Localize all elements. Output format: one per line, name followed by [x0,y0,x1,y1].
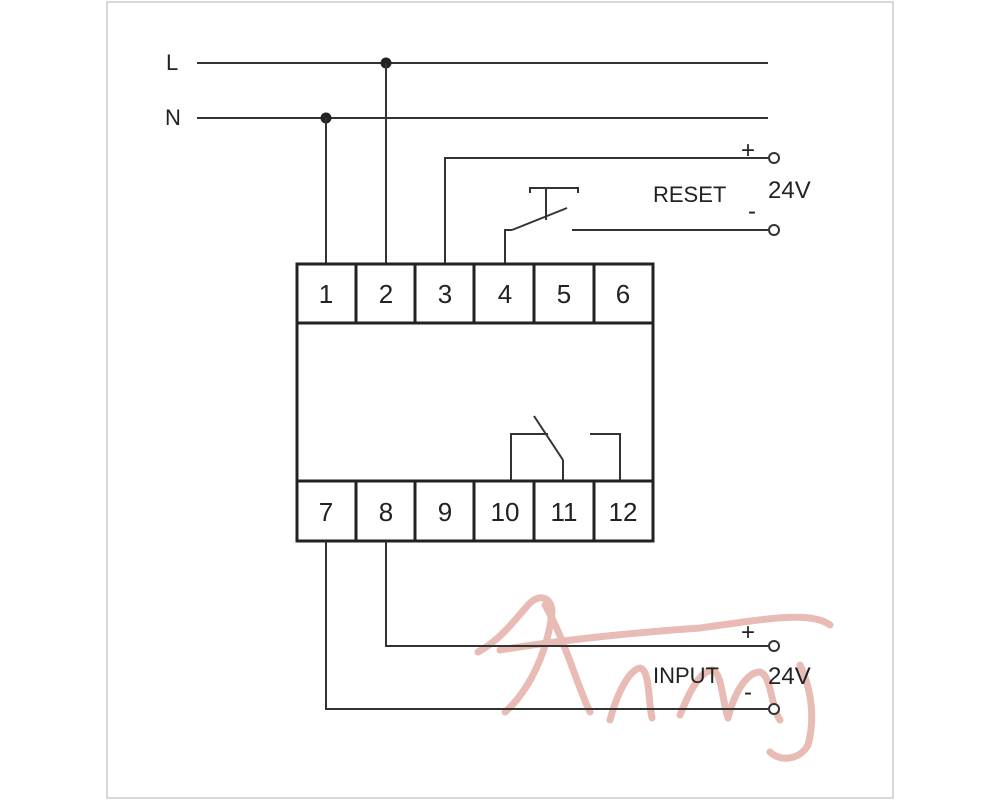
reset-minus-sign: - [748,198,756,225]
reset-voltage-label: 24V [768,177,811,204]
input-minus-terminal [768,703,780,715]
reset-label: RESET [653,182,726,207]
terminal-number-8: 8 [379,497,393,527]
input-plus-terminal [768,640,780,652]
terminal-box-12 [592,479,655,543]
terminal-number-11: 11 [551,497,578,527]
terminal-number-5: 5 [557,279,571,309]
terminal-number-9: 9 [438,497,452,527]
reset-minus-terminal [768,224,780,236]
wire-terminal-3-to-plus [444,157,768,264]
relay-contact-symbol [510,415,621,481]
antem-watermark-logo [474,594,834,762]
wire-terminal-7-to-minus [325,541,768,710]
terminal-number-6: 6 [616,279,630,309]
terminal-box-6 [592,262,655,325]
reset-plus-sign: + [741,137,755,164]
terminal-number-12: 12 [609,497,638,527]
line-n-label: N [165,105,181,130]
top-terminal-row: 1 2 3 4 5 6 [295,262,655,325]
input-label: INPUT [653,663,719,688]
input-minus-sign: - [744,679,752,706]
reset-pushbutton-symbol [504,187,768,264]
input-plus-sign: + [741,619,755,646]
wire-terminal-8-to-plus [385,541,768,647]
terminal-number-10: 10 [491,497,520,527]
terminal-number-7: 7 [319,497,333,527]
terminal-number-4: 4 [498,279,512,309]
line-l-label: L [166,50,178,75]
diagram-frame [106,1,894,799]
reset-plus-terminal [768,152,780,164]
terminal-number-2: 2 [379,279,393,309]
bottom-terminal-row: 7 8 9 10 11 12 [295,479,655,543]
terminal-number-1: 1 [319,279,333,309]
terminal-number-3: 3 [438,279,452,309]
input-voltage-label: 24V [768,663,811,690]
